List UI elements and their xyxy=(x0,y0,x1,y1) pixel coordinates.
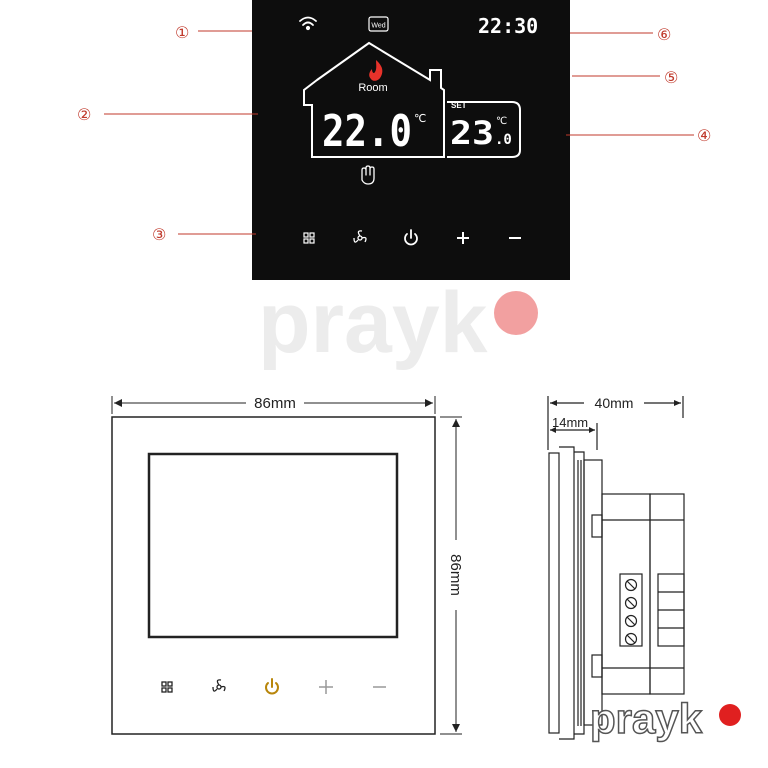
callout-5: ⑤ xyxy=(664,70,678,87)
power-icon[interactable] xyxy=(404,229,418,246)
dim-side-front: 14mm xyxy=(552,415,588,430)
front-plus-icon xyxy=(319,680,333,694)
dim-front-height: 86mm xyxy=(447,554,464,596)
room-temp: 22.0 xyxy=(322,106,412,157)
set-temp-dec: .0 xyxy=(495,132,512,148)
room-unit: ℃ xyxy=(414,113,426,125)
dim-front-width: 86mm xyxy=(254,395,296,412)
callout-6: ⑥ xyxy=(657,27,671,44)
day-badge: Wed xyxy=(368,16,389,32)
watermark-text: prayk xyxy=(258,275,488,371)
callout-3: ③ xyxy=(152,227,166,244)
callout-4: ④ xyxy=(697,128,711,145)
watermark-logo-dot xyxy=(719,704,741,726)
dim-side-depth: 40mm xyxy=(595,395,634,411)
clock-text: 22:30 xyxy=(478,14,538,38)
watermark-center: prayk xyxy=(258,275,538,371)
thermostat-panel: Wed 22:30 Room 22.0 ℃ SET 23 ℃ .0 xyxy=(252,0,570,280)
wifi-icon xyxy=(299,16,317,31)
set-unit: ℃ xyxy=(496,116,507,127)
front-fan-icon xyxy=(212,679,226,692)
front-screen xyxy=(147,452,399,639)
watermark-dot xyxy=(494,291,538,335)
set-label: SET xyxy=(451,101,467,110)
front-view: 86mm 86mm xyxy=(111,395,464,735)
hand-icon xyxy=(361,165,375,185)
day-text: Wed xyxy=(371,23,385,30)
set-box-outline xyxy=(447,101,521,158)
front-menu-grid-icon xyxy=(161,681,173,693)
fan-icon[interactable] xyxy=(353,230,367,243)
room-label: Room xyxy=(358,82,387,94)
watermark-logo: prayk xyxy=(589,694,741,743)
front-power-icon xyxy=(265,678,279,695)
callouts: ① ② ③ ④ ⑤ ⑥ xyxy=(77,25,711,244)
plus-icon[interactable] xyxy=(457,232,469,244)
set-temp-int: 23 xyxy=(450,114,494,152)
side-view xyxy=(547,396,685,740)
watermark-logo-text: prayk xyxy=(590,695,703,742)
menu-grid-icon[interactable] xyxy=(303,232,315,244)
callout-2: ② xyxy=(77,107,91,124)
callout-1: ① xyxy=(175,25,189,42)
house-outline-icon xyxy=(303,41,445,158)
flame-icon xyxy=(369,60,383,81)
